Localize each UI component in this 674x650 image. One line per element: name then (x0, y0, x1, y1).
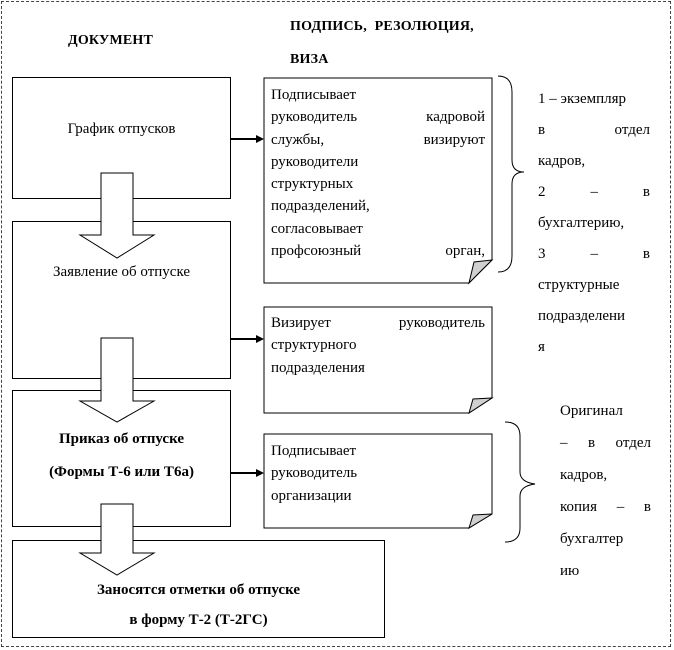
header-signature: ПОДПИСЬ, РЕЗОЛЮЦИЯ, (290, 19, 474, 34)
side-line: бухгалтер (560, 531, 624, 547)
doc-label: График отпусков (67, 121, 176, 137)
side-line: 3 – в (538, 246, 650, 262)
side-line: – в отдел (560, 435, 651, 451)
down-arrow-3 (78, 503, 156, 576)
note-line: руководитель кадровой (271, 109, 485, 126)
note-line: Подписывает (271, 443, 357, 459)
side-line: бухгалтерию, (538, 215, 625, 231)
side-line: кадров, (538, 153, 586, 169)
header-visa: ВИЗА (290, 52, 329, 67)
note-line: структурных (271, 176, 354, 193)
note-text-3: Подписывает руководитель организации (271, 440, 485, 507)
down-arrow-1 (78, 172, 156, 259)
doc-box-t2-form: Заносятся отметки об отпуске в форму Т-2… (12, 540, 385, 638)
side-note-copies: 1 – экземпляр в отдел кадров, 2 – в бухг… (538, 84, 650, 363)
brace-1 (497, 75, 525, 273)
doc-label: Приказ об отпуске (58, 431, 185, 447)
note-line: организации (271, 487, 352, 504)
note-line: профсоюзный орган, (271, 243, 485, 260)
side-note-original: Оригинал – в отдел кадров, копия – в бух… (560, 395, 651, 587)
note-line: службы, визируют (271, 131, 485, 148)
note-line: подразделений, (271, 198, 370, 215)
brace-2 (504, 421, 536, 543)
doc-line2: в форму Т-2 (Т-2ГС) (129, 612, 268, 628)
side-line: 2 – в (538, 184, 650, 200)
note-line: руководитель (271, 465, 358, 482)
doc-sublabel: (Формы Т-6 или Т6а) (49, 464, 194, 480)
side-line: копия – в (560, 499, 651, 515)
note-line: Подписывает (271, 87, 357, 103)
down-arrow-2 (78, 337, 156, 423)
header-document: ДОКУМЕНТ (68, 33, 154, 48)
doc-label: Заявление об отпуске (52, 264, 191, 280)
side-line: я (538, 339, 545, 355)
note-line: подразделения (271, 359, 365, 376)
side-line: Оригинал (560, 403, 623, 419)
side-line: 1 – экземпляр (538, 91, 627, 107)
side-line: кадров, (560, 467, 608, 483)
note-text-2: Визирует руководитель структурного подра… (271, 312, 485, 379)
side-line: ию (560, 563, 580, 579)
note-line: согласовывает (271, 220, 363, 237)
side-line: в отдел (538, 122, 650, 138)
note-line: структурного (271, 337, 357, 354)
note-line: руководители (271, 153, 359, 170)
side-line: подразделени (538, 308, 626, 324)
note-line: Визирует руководитель (271, 315, 485, 331)
note-text-1: Подписывает руководитель кадровой службы… (271, 84, 485, 262)
doc-line1: Заносятся отметки об отпуске (96, 582, 301, 598)
side-line: структурные (538, 277, 620, 293)
